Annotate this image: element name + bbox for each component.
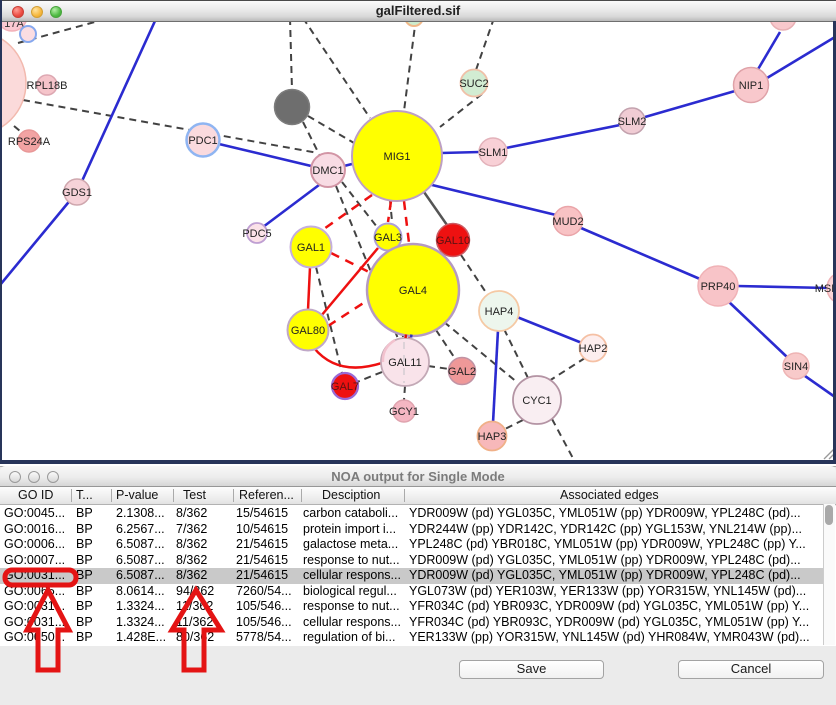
svg-text:MSN: MSN <box>815 283 836 295</box>
svg-text:PDC1: PDC1 <box>188 135 217 147</box>
svg-text:GDS1: GDS1 <box>62 187 92 199</box>
svg-text:GCY1: GCY1 <box>389 406 419 418</box>
svg-text:SIN4: SIN4 <box>784 361 808 373</box>
svg-text:GAL2: GAL2 <box>448 366 476 378</box>
svg-text:MIG1: MIG1 <box>384 151 411 163</box>
svg-text:GAL7: GAL7 <box>331 381 359 393</box>
svg-text:CYC1: CYC1 <box>522 395 551 407</box>
svg-text:DMC1: DMC1 <box>312 165 343 177</box>
svg-text:HAP3: HAP3 <box>478 431 507 443</box>
svg-text:GAL4: GAL4 <box>399 285 427 297</box>
svg-text:PRP40: PRP40 <box>701 281 736 293</box>
svg-text:GAL80: GAL80 <box>291 325 325 337</box>
svg-text:SLM2: SLM2 <box>618 116 647 128</box>
svg-text:RPL18B: RPL18B <box>27 80 68 92</box>
svg-text:GAL1: GAL1 <box>297 242 325 254</box>
svg-text:RPS24A: RPS24A <box>8 136 51 148</box>
svg-text:NIP1: NIP1 <box>739 80 763 92</box>
svg-text:HAP4: HAP4 <box>485 306 514 318</box>
svg-text:HAP2: HAP2 <box>579 343 608 355</box>
svg-text:GAL10: GAL10 <box>436 235 470 247</box>
svg-text:SLM1: SLM1 <box>479 147 508 159</box>
svg-text:PDC5: PDC5 <box>242 228 271 240</box>
svg-text:GAL3: GAL3 <box>374 232 402 244</box>
svg-text:GAL11: GAL11 <box>388 357 421 369</box>
svg-text:MUD2: MUD2 <box>552 216 583 228</box>
svg-text:SUC2: SUC2 <box>459 78 488 90</box>
